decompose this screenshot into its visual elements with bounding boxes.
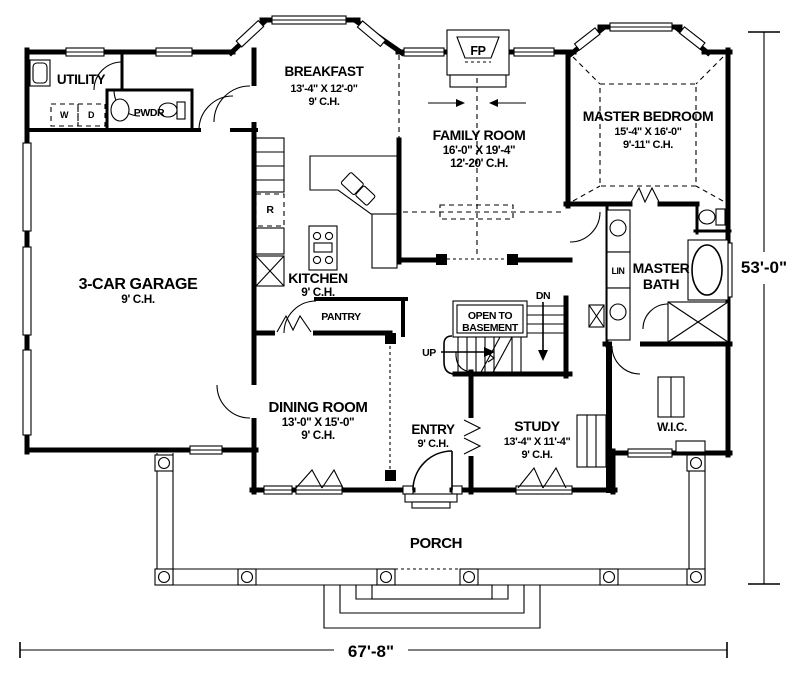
fireplace-label: FP (470, 44, 485, 58)
porch-structure (154, 453, 706, 629)
room-dims-master-bedroom: 15'-4" X 16'-0" (614, 126, 681, 138)
open-to-basement-line1: OPEN TO (468, 310, 512, 322)
kitchen-fixtures: R (255, 137, 398, 287)
room-dims-study: 13'-4" X 11'-4" (504, 436, 571, 448)
room-label-master-bath-line2: BATH (643, 276, 680, 292)
refrigerator-label: R (266, 204, 274, 216)
room-ceiling-master-bedroom: 9'-11" C.H. (623, 139, 673, 151)
up-label: UP (422, 347, 436, 359)
window-swing-marks (276, 186, 661, 489)
room-label-master-bedroom: MASTER BEDROOM (583, 108, 714, 124)
room-label-dining-room: DINING ROOM (269, 399, 368, 416)
washer-label: W (60, 110, 69, 120)
stairs: OPEN TO BASEMENT DN UP (422, 290, 605, 375)
dimension-lines: 53'-0" 67'-8" (19, 31, 787, 661)
room-label-porch: PORCH (410, 535, 462, 552)
room-label-breakfast: BREAKFAST (285, 64, 365, 79)
room-label-entry: ENTRY (411, 422, 455, 437)
room-dims-dining-room: 13'-0" X 15'-0" (282, 415, 354, 429)
room-label-pwdr: PWDR (134, 107, 165, 119)
garage-door-openings (22, 142, 32, 436)
room-ceiling-entry: 9' C.H. (418, 438, 449, 450)
laundry-fixtures: W D (29, 59, 106, 127)
room-ceiling-garage: 9' C.H. (121, 292, 155, 306)
room-ceiling-breakfast: 9' C.H. (309, 96, 340, 108)
room-ceiling-family-room: 12'-20' C.H. (450, 156, 508, 170)
master-bath-fixtures: LIN (606, 208, 729, 343)
room-label-garage: 3-CAR GARAGE (79, 276, 198, 293)
wic-details (657, 376, 706, 453)
room-label-utility: UTILITY (57, 72, 106, 87)
room-label-pantry: PANTRY (321, 311, 361, 323)
room-ceiling-kitchen: 9' C.H. (301, 285, 335, 299)
fireplace: FP (446, 29, 510, 88)
open-to-basement-line2: BASEMENT (462, 322, 519, 334)
down-label: DN (536, 290, 550, 302)
room-ceiling-study: 9' C.H. (522, 449, 553, 461)
room-label-master-bath-line1: MASTER (633, 260, 690, 276)
room-label-kitchen: KITCHEN (288, 270, 348, 286)
dryer-label: D (88, 110, 95, 120)
porch-columns (154, 454, 706, 586)
linen-label: LIN (612, 266, 625, 276)
room-ceiling-dining-room: 9' C.H. (301, 428, 335, 442)
powder-room-fixtures (110, 98, 186, 122)
room-dims-breakfast: 13'-4" X 12'-0" (290, 83, 357, 95)
room-label-study: STUDY (514, 418, 561, 434)
room-labels: UTILITY PWDR BREAKFAST 13'-4" X 12'-0" 9… (57, 64, 714, 552)
study-details (462, 414, 607, 468)
porch-steps (323, 584, 541, 629)
room-dims-family-room: 16'-0" X 19'-4" (443, 143, 515, 157)
room-label-family-room: FAMILY ROOM (433, 127, 526, 143)
ceiling-lines (398, 55, 724, 255)
room-label-wic: W.I.C. (657, 420, 687, 434)
overall-width-dimension: 67'-8" (348, 642, 394, 661)
overall-depth-dimension: 53'-0" (741, 258, 787, 277)
